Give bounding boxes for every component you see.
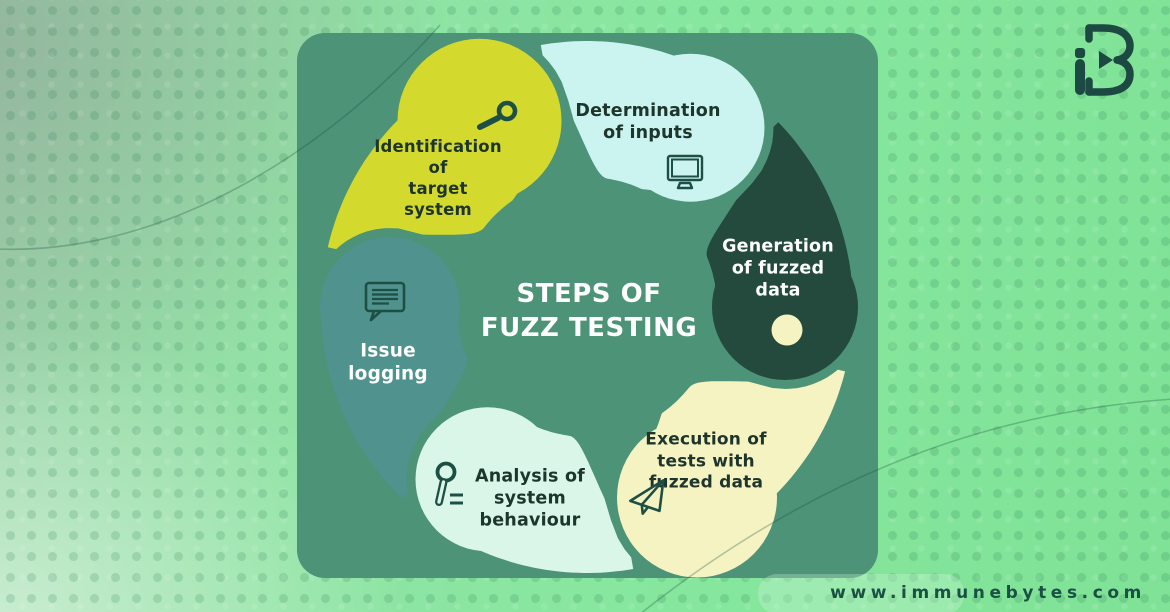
step-label-line: system <box>404 199 472 219</box>
step-label-line: Generation <box>722 236 834 257</box>
monitor-icon <box>666 154 704 190</box>
magnifier-icon <box>477 100 518 130</box>
step-label-line: tests with <box>657 451 755 472</box>
step-label-line: Identification <box>374 137 502 157</box>
step-head-identification <box>397 38 562 203</box>
fuzz-testing-cycle-diagram <box>320 38 858 578</box>
step-label-line: system <box>494 488 566 509</box>
step-head-execution <box>617 417 777 578</box>
website-url: www.immunebytes.com <box>830 583 1146 603</box>
paper-plane-icon <box>629 479 665 515</box>
step-label-line: logging <box>348 364 428 385</box>
step-label-line: Issue <box>360 340 416 362</box>
step-label-line: of <box>428 158 448 178</box>
step-label-line: behaviour <box>479 511 581 532</box>
comment-icon <box>364 281 406 322</box>
search-equals-icon <box>435 461 463 506</box>
diagram-title: STEPS OF FUZZ TESTING <box>447 277 731 345</box>
step-label-line: Determination <box>575 100 721 121</box>
footer-highlight-shape <box>758 574 964 612</box>
circle-dot-icon <box>771 314 803 346</box>
step-label-line: Analysis of <box>475 466 585 487</box>
step-label-line: data <box>755 281 801 302</box>
immunebytes-logo-icon <box>1075 24 1134 96</box>
step-head-issue-logging <box>320 237 460 377</box>
step-head-determination <box>616 53 765 202</box>
title-line-1: STEPS OF <box>516 279 662 309</box>
step-head-generation <box>712 234 858 380</box>
step-label-line: target <box>408 179 468 198</box>
title-line-2: FUZZ TESTING <box>480 313 698 343</box>
step-label-line: Execution of <box>645 429 767 450</box>
step-label-line: of inputs <box>603 123 693 143</box>
step-head-analysis <box>415 407 560 552</box>
step-label-line: of fuzzed <box>731 258 825 279</box>
step-label-line: fuzzed data <box>648 472 764 493</box>
